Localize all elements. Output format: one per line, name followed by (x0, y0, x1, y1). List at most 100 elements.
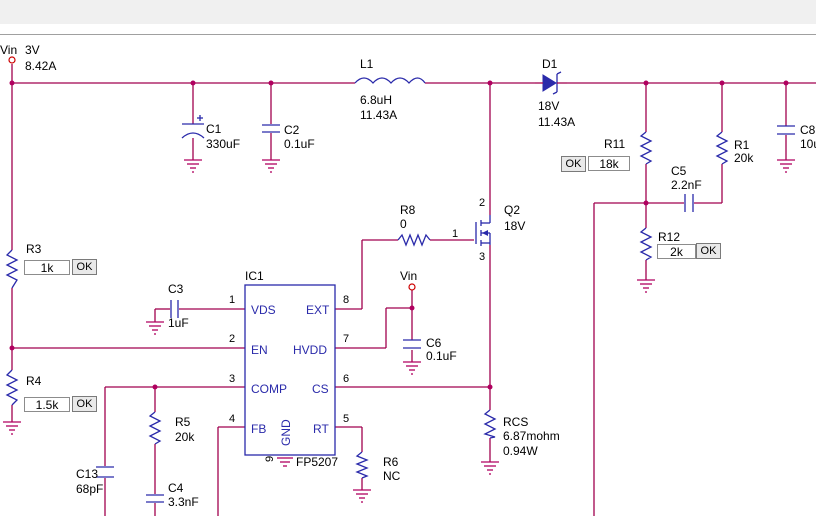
c5-ref: C5 (671, 164, 687, 178)
junction-dots (9, 80, 789, 390)
c2-value: 0.1uF (284, 137, 315, 151)
ic1-pin1-name: VDS (251, 303, 276, 317)
resistor-r3[interactable]: R3 (5, 242, 42, 289)
r6-value: NC (383, 469, 401, 483)
vin-label: Vin (0, 43, 17, 57)
l1-current: 11.43A (360, 108, 397, 122)
ic1-gnd-name: GND (279, 419, 293, 446)
l1-value: 6.8uH (360, 93, 392, 107)
r5-ref: R5 (175, 415, 191, 429)
capacitor-c2[interactable]: C2 0.1uF (262, 123, 315, 151)
r4-value-field[interactable]: 1.5k (24, 397, 70, 412)
resistor-r4[interactable]: R4 (5, 369, 42, 406)
r6-ref: R6 (383, 455, 399, 469)
capacitor-c13[interactable]: C13 68pF (76, 466, 114, 496)
ground-ic1 (277, 457, 293, 467)
ic1-pin6-name: CS (312, 382, 329, 396)
r4-ok-button[interactable]: OK (72, 396, 97, 412)
c6-ref: C6 (426, 336, 442, 350)
ic1-ref: IC1 (245, 269, 264, 283)
capacitor-c8[interactable]: C8 10u (777, 123, 816, 151)
ground-c3 (146, 321, 164, 335)
r12-ok-button[interactable]: OK (696, 243, 721, 259)
q2-voltage: 18V (504, 219, 525, 233)
r12-ref: R12 (658, 230, 680, 244)
q2-ref: Q2 (504, 203, 520, 217)
vin-current: 8.42A (25, 59, 56, 73)
mosfet-q2[interactable]: 2 3 1 Q2 18V (452, 197, 525, 263)
ic1-gnd-num: 9 (264, 456, 276, 462)
ground-c1 (184, 159, 202, 173)
ic1-fp5207[interactable]: IC1 1 VDS 2 EN 3 COMP 4 FB 8 EXT 7 HVDD … (229, 269, 349, 469)
c1-ref: C1 (206, 122, 222, 136)
r1-value: 20k (734, 151, 754, 165)
ground-r6 (353, 489, 371, 503)
ground-rcs (481, 461, 499, 475)
ic1-pin6-num: 6 (343, 373, 349, 385)
vin2-label: Vin (400, 269, 417, 283)
ic1-pin2-num: 2 (229, 333, 235, 345)
capacitor-c5[interactable]: C5 2.2nF (671, 164, 702, 212)
resistor-r1[interactable]: R1 20k (715, 131, 754, 165)
capacitor-c3[interactable]: C3 1uF (168, 282, 189, 330)
c13-value: 68pF (76, 482, 103, 496)
d1-voltage: 18V (538, 99, 559, 113)
inductor-l1[interactable]: L1 6.8uH 11.43A (354, 57, 426, 122)
r12-value-field[interactable]: 2k (657, 244, 696, 259)
capacitor-c1[interactable]: C1 330uF (181, 115, 240, 151)
c4-ref: C4 (168, 481, 184, 495)
ic1-pin3-num: 3 (229, 373, 235, 385)
ic1-pin1-num: 1 (229, 294, 235, 306)
r3-ref: R3 (26, 242, 42, 256)
rcs-ref: RCS (503, 415, 528, 429)
ic1-pin2-name: EN (251, 343, 268, 357)
d1-ref: D1 (542, 57, 558, 71)
ic1-pin8-name: EXT (306, 303, 330, 317)
ground-r12 (637, 279, 655, 293)
capacitor-c6[interactable]: C6 0.1uF (403, 336, 457, 363)
ic1-pin3-name: COMP (251, 382, 287, 396)
q2-pin-source: 3 (479, 251, 485, 263)
vin2-port[interactable]: Vin (400, 269, 417, 291)
capacitor-c4[interactable]: C4 3.3nF (146, 481, 199, 509)
ground-c6 (403, 361, 421, 375)
ic1-pin7-num: 7 (343, 333, 349, 345)
c2-ref: C2 (284, 123, 300, 137)
resistor-r12[interactable]: R12 (639, 227, 680, 261)
vin-voltage: 3V (25, 43, 40, 57)
ic1-part: FP5207 (296, 455, 338, 469)
diode-d1[interactable]: D1 18V 11.43A (535, 57, 575, 129)
c1-value: 330uF (206, 137, 240, 151)
rcs-value: 6.87mohm (503, 429, 560, 443)
resistor-r6[interactable]: R6 NC (355, 451, 401, 483)
r3-ok-button[interactable]: OK (72, 259, 97, 275)
ground-c8 (777, 159, 795, 173)
wires (11, 64, 816, 516)
top-toolbar (0, 0, 816, 24)
r11-value-field[interactable]: 18k (588, 156, 630, 171)
resistor-r11[interactable]: R11 (604, 131, 653, 165)
r11-ok-button[interactable]: OK (561, 156, 586, 172)
ic1-pin7-name: HVDD (293, 343, 327, 357)
resistor-rcs[interactable]: RCS 6.87mohm 0.94W (483, 409, 560, 458)
c13-ref: C13 (76, 467, 98, 481)
c4-value: 3.3nF (168, 495, 199, 509)
canvas-top-border (0, 24, 816, 35)
c3-ref: C3 (168, 282, 184, 296)
r1-ref: R1 (734, 138, 750, 152)
vin-port[interactable]: Vin 3V 8.42A (0, 43, 56, 73)
c8-ref: C8 (800, 123, 816, 137)
r3-value-field[interactable]: 1k (24, 260, 70, 275)
r11-ref: R11 (604, 137, 625, 151)
q2-pin-drain: 2 (479, 197, 485, 209)
resistor-r5[interactable]: R5 20k (148, 411, 195, 445)
ground-c2 (262, 159, 280, 173)
ic1-pin4-num: 4 (229, 413, 235, 425)
ground-r4 (3, 421, 21, 435)
ic1-pin4-name: FB (251, 422, 266, 436)
resistor-r8[interactable]: R8 0 (397, 203, 431, 247)
c3-value: 1uF (168, 316, 189, 330)
c6-value: 0.1uF (426, 349, 457, 363)
r8-ref: R8 (400, 203, 416, 217)
